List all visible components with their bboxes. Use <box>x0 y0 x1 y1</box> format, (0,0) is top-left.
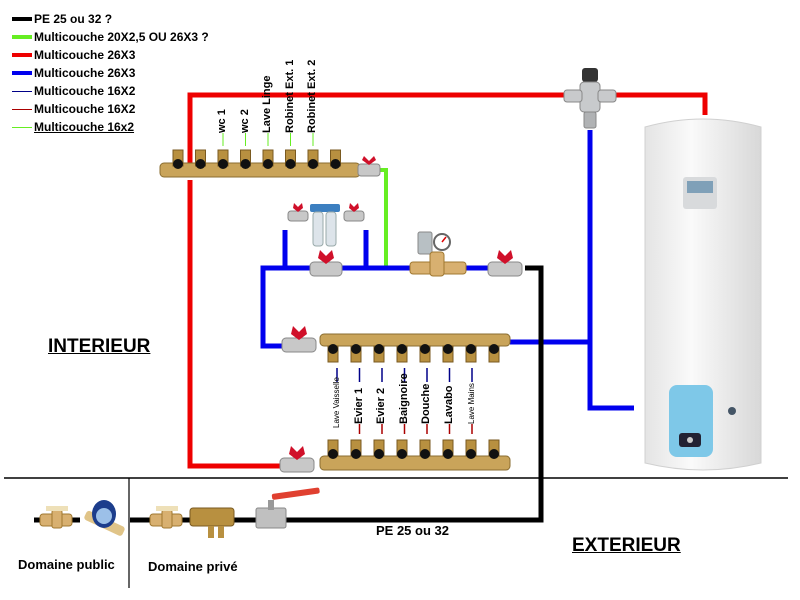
legend-label: Multicouche 16X2 <box>34 84 136 98</box>
top-outlet-label: Robinet Ext. 1 <box>283 59 296 133</box>
pressure-reducer-icon <box>409 231 467 277</box>
domain-private-label: Domaine privé <box>148 559 238 574</box>
cold-pipe-loop <box>260 230 288 349</box>
manifold-outlet <box>465 439 477 459</box>
ball-valve-lower-inlet <box>279 446 315 473</box>
private-stop-valve-icon <box>149 506 183 529</box>
middle-outlet-label: Lavabo <box>442 385 455 424</box>
manifold-outlet <box>350 344 362 363</box>
legend-label: Multicouche 20X2,5 OU 26X3 ? <box>34 30 209 44</box>
middle-outlet-label: Evier 1 <box>352 387 365 424</box>
middle-outlet-label: Douche <box>420 383 432 424</box>
manifold-outlet <box>327 439 339 459</box>
ball-valve-filter-in <box>287 203 309 222</box>
legend-swatch <box>12 71 32 75</box>
middle-outlet-ticks <box>336 368 473 434</box>
manifold-outlet <box>465 344 477 363</box>
thermostatic-mixer-icon <box>563 68 617 129</box>
top-manifold-valve <box>357 156 381 177</box>
ball-valve-main <box>487 250 523 277</box>
top-outlet-ticks <box>222 133 314 146</box>
public-stop-valve-icon <box>39 506 73 529</box>
legend-label: Multicouche 16x2 <box>34 120 135 134</box>
manifold-outlet <box>240 149 251 169</box>
manifold-outlet <box>396 439 408 459</box>
top-outlet-label: wc 2 <box>238 109 251 133</box>
middle-outlet-label: Baignoire <box>397 373 410 424</box>
legend-label: Multicouche 16X2 <box>34 102 136 116</box>
top-manifold <box>159 149 361 178</box>
domain-public-label: Domaine public <box>18 557 115 572</box>
manifold-outlet <box>172 149 184 169</box>
legend-swatch <box>12 17 32 21</box>
water-heater-icon <box>644 118 762 471</box>
main-pipe-label: PE 25 ou 32 <box>376 523 449 538</box>
legend-label: Multicouche 26X3 <box>34 66 136 80</box>
water-meter-icon <box>84 500 125 536</box>
middle-manifold <box>319 333 511 363</box>
manifold-outlet <box>350 439 362 459</box>
ball-valve-middle-inlet <box>281 326 317 353</box>
manifold-outlet <box>262 149 274 169</box>
manifold-outlet <box>442 344 454 363</box>
manifold-outlet <box>327 344 339 363</box>
manifold-outlet <box>373 344 385 363</box>
top-outlet-label: wc 1 <box>216 109 228 133</box>
double-water-filter-icon <box>310 204 340 247</box>
middle-outlet-label: Lave Vaisselle <box>332 377 341 428</box>
middle-outlet-label: Lave Mains <box>467 383 476 424</box>
legend-swatch <box>12 109 32 110</box>
manifold-outlet <box>330 149 341 169</box>
legend-label: Multicouche 26X3 <box>34 48 136 62</box>
cold-pipe-mixer <box>587 130 634 411</box>
legend-label: PE 25 ou 32 ? <box>34 12 113 26</box>
manifold-outlet <box>373 439 385 459</box>
legend-swatch <box>12 53 32 57</box>
manifold-outlet <box>488 344 500 363</box>
manifold-outlet <box>285 149 296 169</box>
top-outlet-label: Robinet Ext. 2 <box>306 59 318 133</box>
hot-pipe-top <box>187 92 708 163</box>
manifold-outlet <box>195 149 206 169</box>
manifold-outlet <box>419 344 431 363</box>
manifold-outlet <box>442 439 454 459</box>
legend-swatch <box>12 35 32 39</box>
exterior-title: EXTERIEUR <box>572 535 681 556</box>
manifold-outlet <box>396 344 408 363</box>
ball-valve-bypass <box>309 250 343 277</box>
legend-swatch <box>12 91 32 92</box>
manifold-outlet <box>307 149 319 169</box>
green-pipe <box>376 168 388 268</box>
lower-manifold <box>319 439 511 471</box>
hot-pipe-left <box>187 180 280 469</box>
middle-outlet-label: Evier 2 <box>375 387 387 424</box>
manifold-outlet <box>419 439 431 459</box>
manifold-outlet <box>488 439 500 459</box>
pe-main-pipe <box>130 265 544 523</box>
legend-swatch <box>12 127 32 128</box>
general-stop-valve-icon <box>255 487 320 529</box>
ball-valve-filter-out <box>343 203 365 222</box>
manifold-outlet <box>217 149 229 169</box>
top-outlet-label: Lave Linge <box>261 75 273 133</box>
interior-title: INTERIEUR <box>48 336 151 357</box>
anti-return-valve-icon <box>189 507 235 538</box>
